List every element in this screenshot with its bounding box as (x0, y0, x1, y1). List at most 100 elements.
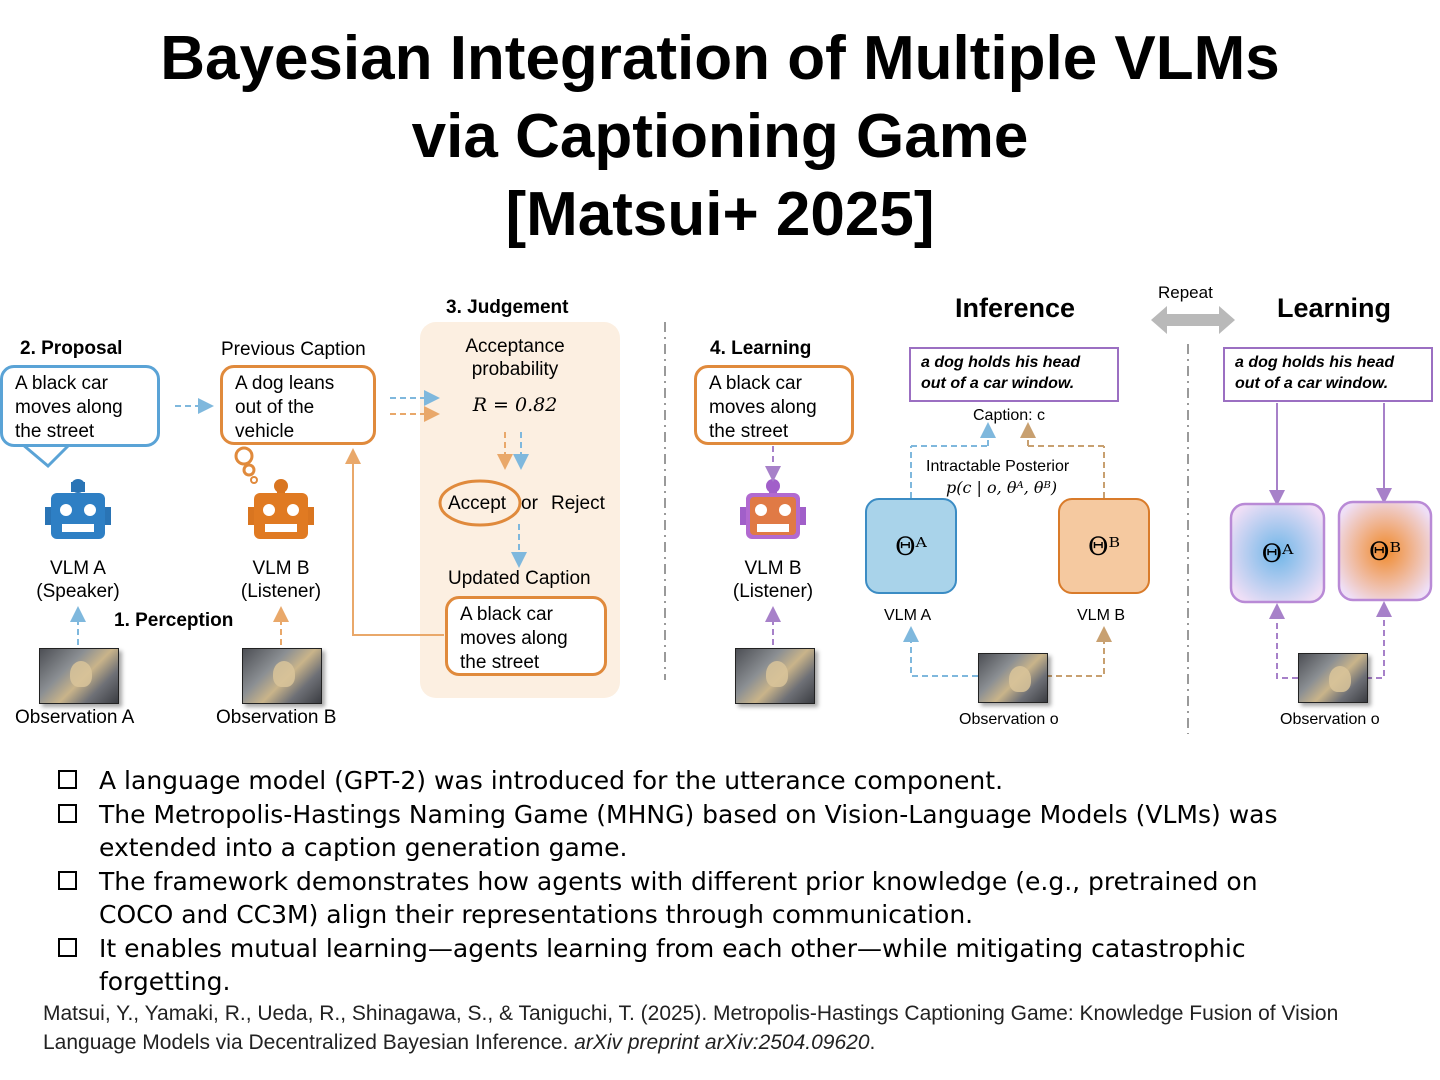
proposal-line-2: moves along (15, 397, 123, 418)
theta-a-symbol: Θᴬ (895, 531, 927, 561)
title-line-1: Bayesian Integration of Multiple VLMs (160, 24, 1280, 93)
arrow-obs-to-theta-a (903, 626, 978, 677)
bullet-item: It enables mutual learning—agents learni… (55, 932, 1315, 999)
arrow-updated-to-previous (345, 448, 444, 636)
proposal-line-3: the street (15, 421, 95, 442)
bullet-list: A language model (GPT-2) was introduced … (55, 764, 1315, 999)
theta-b-box: Θᴮ (1058, 498, 1150, 594)
theta-a-box: Θᴬ (865, 498, 957, 594)
theta-b-learning-box (1337, 500, 1433, 602)
vlm-b-label: VLM B (Listener) (221, 557, 341, 603)
accept-label: Accept (448, 493, 507, 514)
thought-bubble-large (234, 446, 254, 466)
posterior-formula: p(c | o, θᴬ, θᴮ) (946, 478, 1058, 497)
learning-observation-label: Observation o (1280, 711, 1380, 728)
accept-ellipse (438, 479, 522, 527)
arrow-obs-to-theta-a-learn (1269, 603, 1298, 679)
acceptance-value: R = 0.82 (472, 394, 558, 416)
observation-b-label: Observation B (216, 707, 337, 728)
inference-caption-line-2: out of a car window. (921, 375, 1075, 392)
arrow-obs-to-theta-b (1046, 626, 1112, 677)
updated-caption-bubble: A black car moves along the street (445, 596, 607, 676)
learning-line-1: A black car (709, 373, 802, 394)
arrow-obs-to-theta-b-learn (1366, 601, 1392, 679)
acceptance-line-2: probability (471, 359, 559, 380)
or-label: or (521, 493, 538, 514)
bullet-text: A language model (GPT-2) was introduced … (99, 766, 1004, 795)
proposal-line-1: A black car (15, 373, 108, 394)
posterior-label: Intractable Posterior (926, 458, 1070, 475)
bullet-text: The Metropolis-Hastings Naming Game (MHN… (99, 799, 1278, 863)
previous-line-1: A dog leans (235, 373, 335, 394)
checkbox-icon (58, 803, 77, 823)
reference-venue: arXiv preprint arXiv:2504.09620 (574, 1031, 870, 1054)
theta-b-symbol: Θᴮ (1087, 531, 1121, 561)
perception-header: 1. Perception (114, 610, 234, 631)
inference-vlm-b-label: VLM B (1077, 607, 1126, 624)
checkbox-icon (58, 937, 77, 957)
title-line-2: via Captioning Game (411, 102, 1029, 171)
vlm-b-learning-name: VLM B (744, 558, 802, 579)
thought-bubble-medium (242, 463, 256, 477)
proposal-bubble-tail (21, 442, 72, 469)
reference: Matsui, Y., Yamaki, R., Ueda, R., Shinag… (43, 999, 1413, 1057)
learning-caption-line-1: a dog holds his head (1235, 354, 1395, 371)
inference-header: Inference (955, 293, 1076, 323)
theta-a-learning-box (1229, 502, 1326, 604)
caption-c-label: Caption: c (973, 407, 1046, 424)
thought-bubble-small (250, 476, 258, 484)
learning-line-2: moves along (709, 397, 817, 418)
reject-label: Reject (551, 493, 605, 514)
observation-b-image (242, 648, 322, 704)
reference-text: Matsui, Y., Yamaki, R., Ueda, R., Shinag… (43, 1002, 1339, 1054)
bullet-item: The Metropolis-Hastings Naming Game (MHN… (55, 798, 1315, 865)
repeat-arrow (1151, 306, 1235, 334)
theta-b-learning: Θᴮ (1339, 502, 1431, 600)
previous-caption-label: Previous Caption (221, 339, 366, 360)
inference-vlm-a-label: VLM A (884, 607, 932, 624)
updated-line-2: moves along (460, 628, 568, 649)
checkbox-icon (58, 770, 77, 789)
observation-a-label: Observation A (15, 707, 135, 728)
bullet-text: It enables mutual learning—agents learni… (99, 933, 1246, 997)
bullet-item: The framework demonstrates how agents wi… (55, 865, 1315, 932)
theta-a-learning-symbol: Θᴬ (1261, 538, 1294, 568)
proposal-header: 2. Proposal (20, 338, 123, 359)
learning-caption-box: a dog holds his head out of a car window… (1223, 347, 1433, 402)
reference-end: . (869, 1031, 876, 1054)
learning-line-3: the street (709, 421, 789, 442)
updated-line-3: the street (460, 652, 540, 673)
learning-observation-image (1298, 653, 1368, 703)
vlm-a-label: VLM A (Speaker) (18, 557, 138, 603)
title-line-3: [Matsui+ 2025] (505, 180, 935, 249)
previous-line-2: out of the (235, 397, 315, 418)
judgement-header: 3. Judgement (446, 297, 569, 318)
inference-observation-image (978, 653, 1048, 703)
theta-b-learning-symbol: Θᴮ (1368, 536, 1402, 566)
observation-learning-image (735, 648, 815, 704)
previous-caption-bubble: A dog leans out of the vehicle (220, 365, 376, 445)
robot-b-icon (248, 479, 314, 539)
vlm-b-learning-label: VLM B (Listener) (713, 557, 833, 603)
observation-a-image (39, 648, 119, 704)
vlm-a-name: VLM A (50, 558, 106, 579)
vlm-b-name: VLM B (252, 558, 310, 579)
updated-caption-label: Updated Caption (448, 568, 591, 589)
checkbox-icon (58, 870, 77, 890)
bullet-item: A language model (GPT-2) was introduced … (55, 764, 1315, 798)
updated-line-1: A black car (460, 604, 553, 625)
learning-header: Learning (1277, 293, 1392, 323)
repeat-label: Repeat (1158, 283, 1213, 302)
learning-bubble: A black car moves along the street (694, 365, 854, 445)
acceptance-line-1: Acceptance (465, 336, 565, 357)
inference-caption-box: a dog holds his head out of a car window… (909, 347, 1119, 402)
proposal-bubble: A black car moves along the street (0, 365, 160, 447)
inference-caption-line-1: a dog holds his head (921, 354, 1081, 371)
vlm-a-role: (Speaker) (36, 581, 120, 602)
vlm-b-role: (Listener) (240, 581, 322, 602)
bullet-text: The framework demonstrates how agents wi… (99, 866, 1258, 930)
robot-a-icon (45, 479, 111, 539)
robot-b-learning-icon (740, 479, 806, 539)
